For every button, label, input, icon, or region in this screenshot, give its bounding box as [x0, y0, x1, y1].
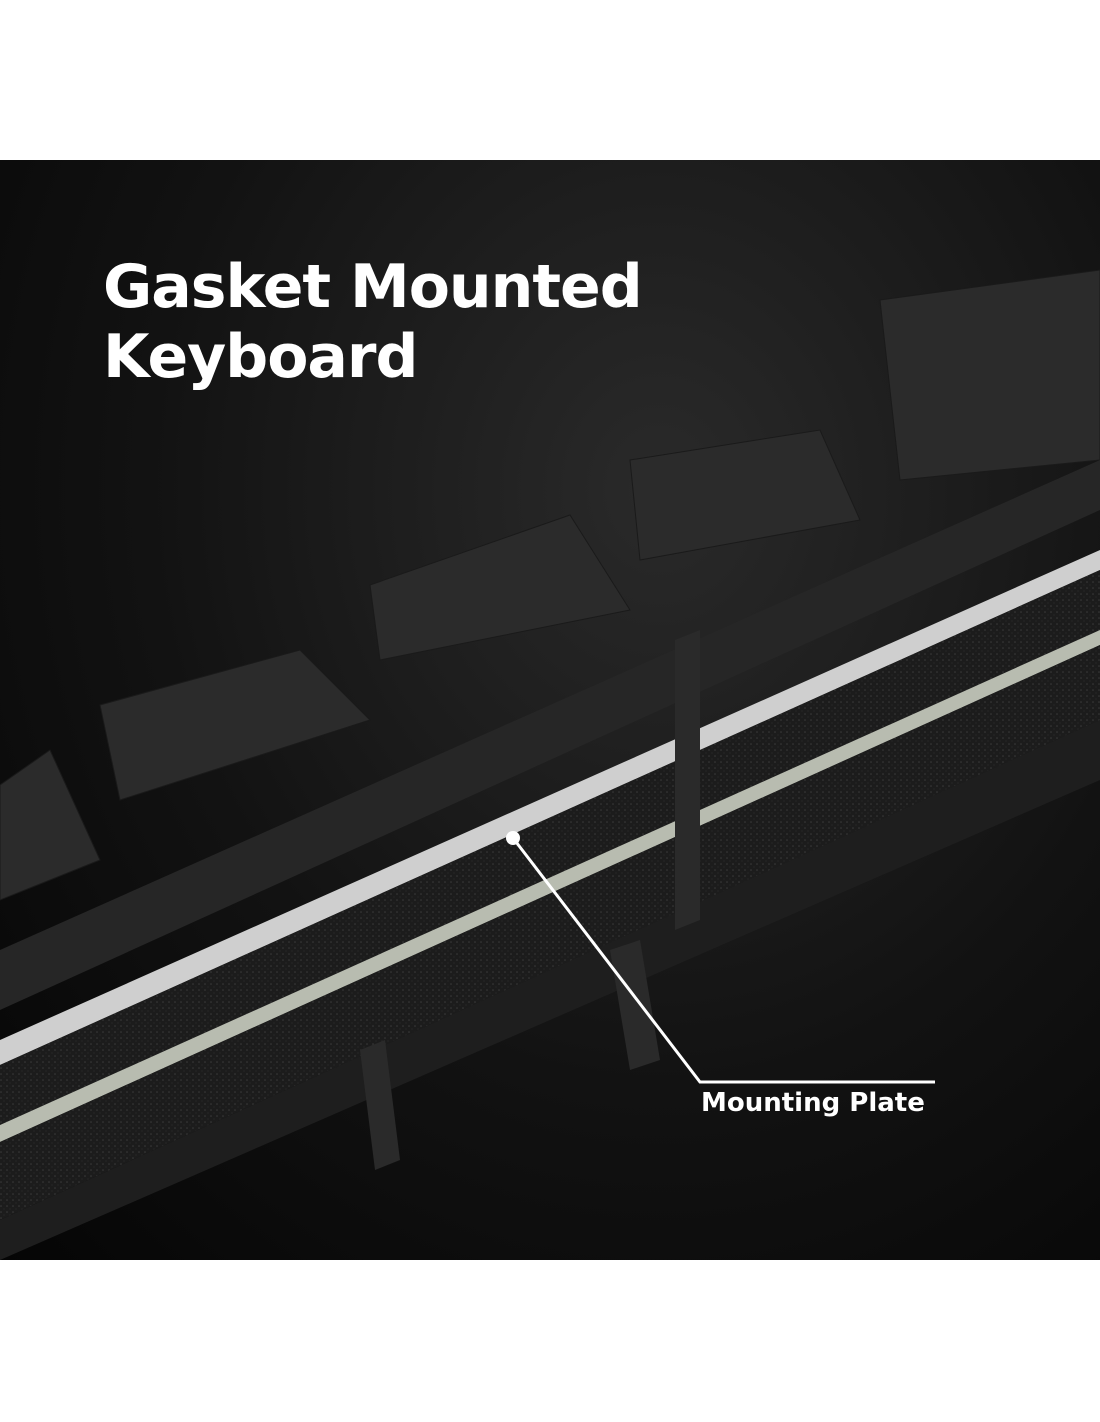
- top-case: [0, 460, 1100, 1010]
- headline-line-1: Gasket Mounted: [103, 252, 643, 322]
- keycaps: [0, 269, 1100, 901]
- callout-line: [511, 837, 935, 1084]
- headline: Gasket Mounted Keyboard: [103, 252, 643, 392]
- headline-line-2: Keyboard: [103, 322, 418, 392]
- keyboard-cross-section-illustration: [0, 269, 1100, 1260]
- foam-layer: [0, 570, 1100, 1125]
- mounting-plate-label: Mounting Plate: [701, 1088, 925, 1118]
- bottom-case: [0, 720, 1100, 1260]
- product-render: Gasket Mounted Keyboard Mounting Plate: [0, 160, 1100, 1260]
- switch-layer: [0, 550, 1100, 1065]
